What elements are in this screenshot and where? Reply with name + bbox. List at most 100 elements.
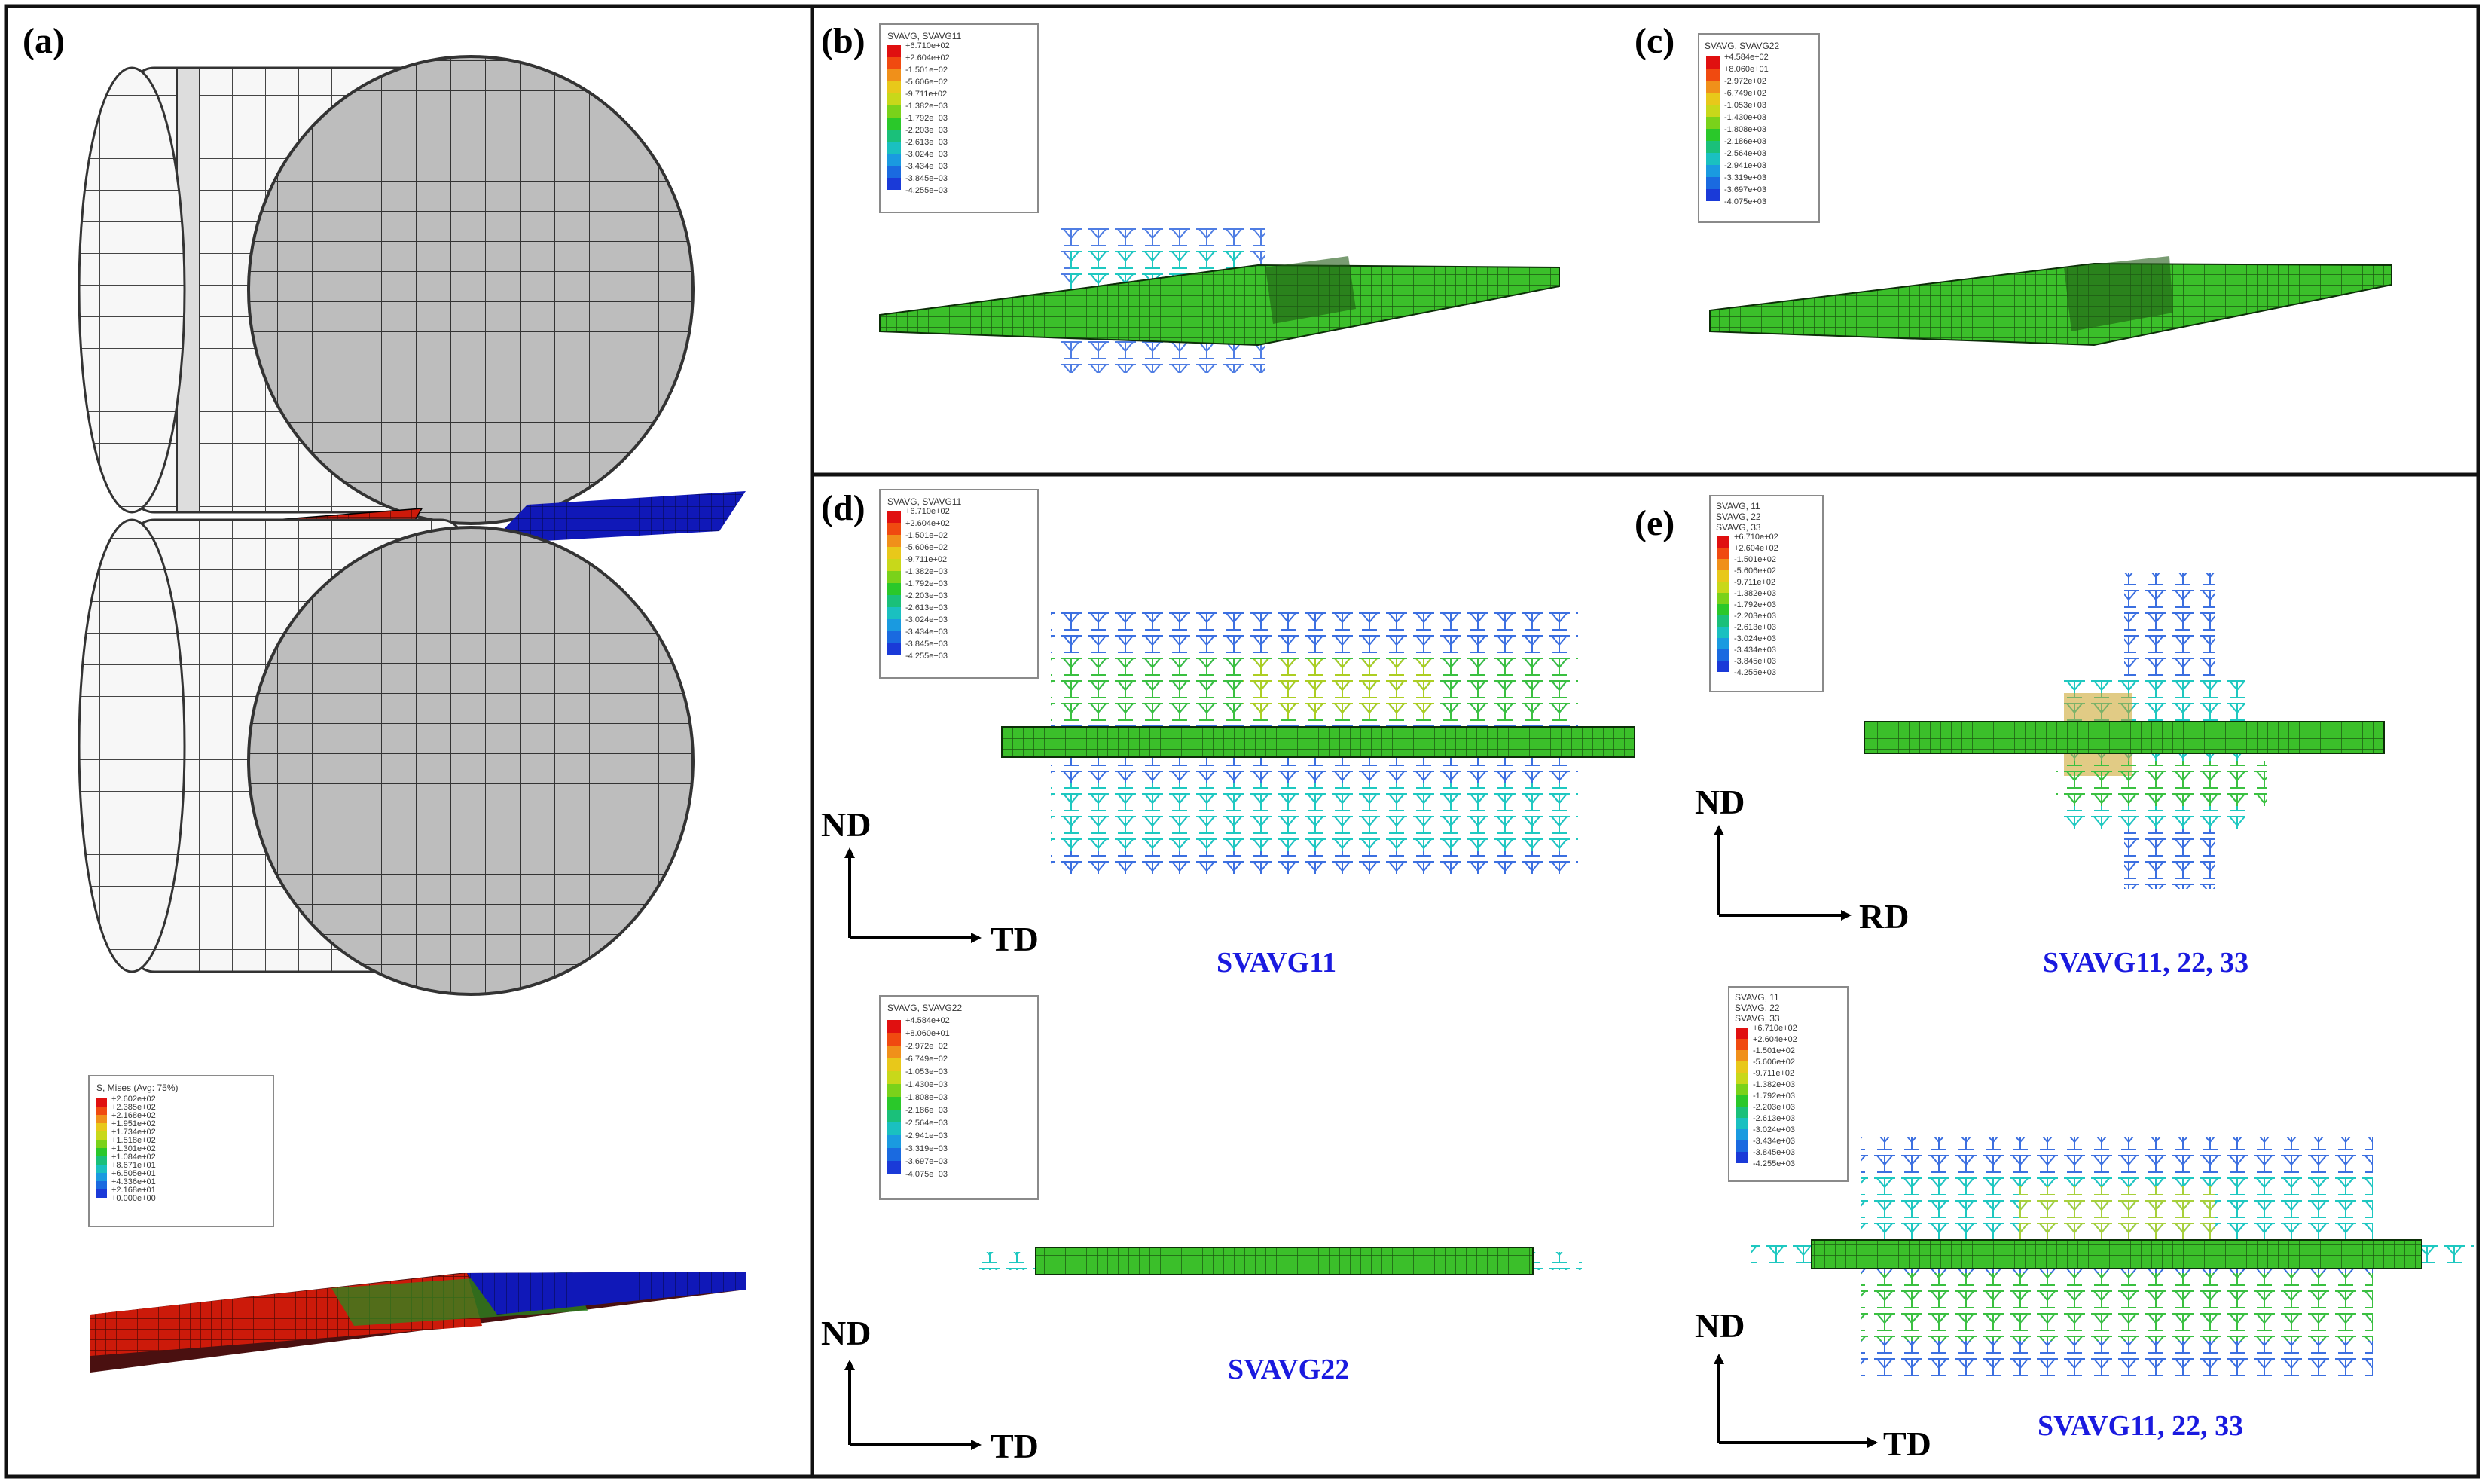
legend-swatch: [1736, 1073, 1748, 1084]
legend-swatch: [1706, 129, 1720, 141]
legend-value: -6.749e+02: [1724, 89, 1766, 98]
legend-value: -9.711e+02: [905, 90, 947, 99]
panel-d-label: (d): [821, 488, 865, 528]
legend-value: +6.505e+01: [111, 1169, 156, 1178]
plate-c: [1709, 256, 2392, 347]
legend-value: +4.336e+01: [111, 1177, 156, 1186]
legend-value: -3.434e+03: [1734, 646, 1776, 655]
legend-value: +1.734e+02: [111, 1128, 156, 1137]
legend-value: -3.024e+03: [905, 150, 948, 159]
legend-b: SVAVG, SVAVG11 +6.710e+02+2.604e+02-1.50…: [879, 23, 1039, 213]
legend-value: +2.168e+01: [111, 1186, 156, 1195]
legend-value: -9.711e+02: [1734, 578, 1775, 587]
legend-value: -2.203e+03: [905, 591, 948, 600]
legend-d-bottom-scale: +4.584e+02+8.060e+01-2.972e+02-6.749e+02…: [887, 1016, 950, 1179]
axes-e-bottom: ND TD: [1695, 1306, 1931, 1463]
legend-d-top: SVAVG, SVAVG11 +6.710e+02+2.604e+02-1.50…: [879, 489, 1039, 679]
legend-swatch: [1736, 1095, 1748, 1107]
legend-e-top-title-1: SVAVG, 11: [1716, 501, 1760, 511]
legend-value: -1.382e+03: [905, 567, 948, 576]
legend-swatch: [887, 619, 901, 631]
legend-swatch: [96, 1140, 107, 1148]
legend-value: -1.501e+02: [905, 531, 948, 540]
legend-swatch: [887, 523, 901, 535]
legend-value: +6.710e+02: [905, 507, 950, 516]
axis-label-nd: ND: [821, 805, 871, 844]
legend-value: -1.792e+03: [1734, 600, 1776, 609]
legend-value: -2.564e+03: [905, 1119, 948, 1128]
legend-value: -1.792e+03: [905, 579, 948, 588]
legend-swatch: [887, 105, 901, 118]
legend-swatch: [887, 607, 901, 619]
legend-e-top-title-2: SVAVG, 22: [1716, 511, 1761, 522]
legend-e-top: SVAVG, 11 SVAVG, 22 SVAVG, 33 +6.710e+02…: [1709, 495, 1824, 692]
legend-swatch: [1717, 570, 1729, 582]
legend-value: +2.168e+02: [111, 1111, 156, 1120]
legend-swatch: [887, 1161, 901, 1174]
legend-e-top-title-3: SVAVG, 33: [1716, 522, 1761, 533]
axes-d-top: ND TD: [821, 805, 1039, 958]
legend-e-bottom: SVAVG, 11 SVAVG, 22 SVAVG, 33 +6.710e+02…: [1728, 986, 1849, 1182]
legend-value: +2.602e+02: [111, 1095, 156, 1104]
legend-value: -1.053e+03: [1724, 101, 1766, 110]
legend-swatch: [887, 547, 901, 559]
legend-value: -3.434e+03: [1753, 1137, 1795, 1146]
legend-value: -4.255e+03: [1753, 1159, 1795, 1168]
legend-value: +8.060e+01: [905, 1029, 950, 1038]
legend-value: -3.845e+03: [905, 174, 948, 183]
legend-value: -5.606e+02: [905, 543, 948, 552]
axis-label-nd: ND: [1695, 1306, 1745, 1345]
legend-swatch: [1706, 141, 1720, 153]
legend-value: -3.434e+03: [905, 627, 948, 637]
legend-value: -1.430e+03: [1724, 113, 1766, 122]
legend-value: -2.972e+02: [1724, 77, 1766, 86]
legend-e-bottom-scale: +6.710e+02+2.604e+02-1.501e+02-5.606e+02…: [1736, 1024, 1797, 1168]
legend-value: -2.203e+03: [905, 126, 948, 135]
rolled-plate: [90, 1272, 746, 1373]
legend-swatch: [1706, 177, 1720, 189]
legend-swatch: [96, 1173, 107, 1181]
legend-value: -2.613e+03: [1753, 1114, 1795, 1123]
legend-value: -3.024e+03: [905, 615, 948, 624]
legend-swatch: [887, 1135, 901, 1148]
legend-swatch: [1706, 189, 1720, 201]
legend-c: SVAVG, SVAVG22 +4.584e+02+8.060e+01-2.97…: [1698, 33, 1820, 223]
legend-value: -5.606e+02: [1734, 566, 1776, 576]
legend-value: +2.604e+02: [1734, 544, 1778, 553]
panel-e-label: (e): [1635, 503, 1675, 543]
legend-value: -3.697e+03: [905, 1157, 948, 1166]
legend-swatch: [1736, 1061, 1748, 1073]
legend-swatch: [887, 583, 901, 595]
legend-value: +6.710e+02: [905, 41, 950, 50]
legend-swatch: [1736, 1107, 1748, 1118]
legend-c-scale: +4.584e+02+8.060e+01-2.972e+02-6.749e+02…: [1706, 53, 1769, 206]
plate-b: [879, 226, 1560, 373]
plate-e-top: [1864, 573, 2385, 889]
legend-value: -2.613e+03: [1734, 623, 1776, 632]
legend-swatch: [1717, 604, 1729, 615]
legend-value: +1.301e+02: [111, 1144, 156, 1153]
legend-value: -3.319e+03: [1724, 173, 1766, 182]
legend-swatch: [1717, 548, 1729, 559]
legend-swatch: [887, 559, 901, 571]
legend-swatch: [887, 1084, 901, 1097]
legend-swatch: [887, 1122, 901, 1135]
legend-swatch: [1717, 559, 1729, 570]
legend-value: -4.255e+03: [905, 186, 948, 195]
legend-value: -2.941e+03: [1724, 161, 1766, 170]
legend-value: -2.941e+03: [905, 1131, 948, 1140]
legend-swatch: [1736, 1039, 1748, 1050]
legend-e-bottom-title-3: SVAVG, 33: [1735, 1013, 1780, 1024]
legend-value: -9.711e+02: [905, 555, 947, 564]
legend-value: -2.203e+03: [1734, 612, 1776, 621]
legend-value: -4.255e+03: [905, 652, 948, 661]
legend-swatch: [1706, 56, 1720, 69]
legend-swatch: [1736, 1050, 1748, 1061]
legend-c-title: SVAVG, SVAVG22: [1705, 41, 1779, 51]
legend-value: -4.255e+03: [1734, 668, 1776, 677]
legend-value: -6.749e+02: [905, 1055, 948, 1064]
legend-swatch: [887, 535, 901, 547]
legend-swatch: [887, 154, 901, 166]
axes-e-top: ND RD: [1695, 783, 1909, 936]
